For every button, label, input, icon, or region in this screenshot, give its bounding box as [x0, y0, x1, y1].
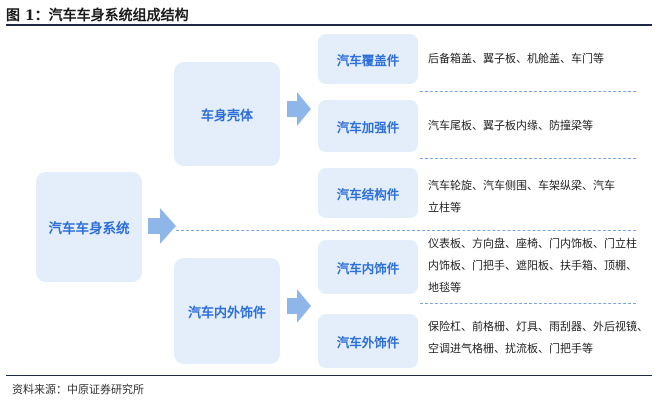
description-line: 汽车尾板、翼子板内缘、防撞梁等: [428, 119, 593, 132]
leaf-description: 保险杠、前格栅、灯具、雨刮器、外后视镜、 空调进气格栅、扰流板、门把手等: [428, 316, 648, 360]
description-line: 内饰板、门把手、遮阳板、扶手箱、顶棚、: [428, 259, 637, 272]
description-line: 空调进气格栅、扰流板、门把手等: [428, 342, 593, 355]
leaf-description: 后备箱盖、翼子板、机舱盖、车门等: [428, 48, 604, 70]
footer-rule: [6, 375, 652, 376]
leaf-description: 汽车尾板、翼子板内缘、防撞梁等: [428, 115, 593, 137]
leaf-label: 汽车内饰件: [336, 260, 400, 276]
separator-dashed: [420, 303, 636, 304]
group-node-body-shell: 车身壳体: [174, 62, 280, 166]
group-label: 汽车内外饰件: [187, 305, 266, 321]
separator-dashed: [420, 158, 636, 159]
leaf-description: 汽车轮旋、汽车侧围、车架纵梁、汽车 立柱等: [428, 175, 615, 219]
figure-title-bar: 图 1：汽车车身系统组成结构: [6, 2, 656, 26]
description-line: 地毯等: [428, 281, 461, 294]
root-arrow-icon: [148, 208, 176, 244]
root-node-label: 汽车车身系统: [48, 221, 130, 237]
leaf-node-exterior-trim: 汽车外饰件: [318, 314, 418, 368]
leaf-node-structural-parts: 汽车结构件: [318, 168, 418, 218]
title-underline: [6, 24, 652, 26]
leaf-label: 汽车结构件: [336, 186, 400, 202]
leaf-node-interior-trim: 汽车内饰件: [318, 240, 418, 294]
leaf-node-reinforcement-parts: 汽车加强件: [318, 100, 418, 152]
description-line: 汽车轮旋、汽车侧围、车架纵梁、汽车: [428, 179, 615, 192]
leaf-description: 仪表板、方向盘、座椅、门内饰板、门立柱 内饰板、门把手、遮阳板、扶手箱、顶棚、 …: [428, 233, 637, 299]
group-separator-dashed: [176, 230, 636, 231]
leaf-node-cover-parts: 汽车覆盖件: [318, 34, 418, 84]
group-node-trim: 汽车内外饰件: [174, 258, 280, 364]
source-note: 资料来源：中原证券研究所: [12, 383, 144, 396]
leaf-label: 汽车加强件: [336, 119, 400, 135]
description-line: 后备箱盖、翼子板、机舱盖、车门等: [428, 52, 604, 65]
leaf-label: 汽车外饰件: [336, 334, 400, 350]
group-label: 车身壳体: [200, 108, 253, 124]
root-node: 汽车车身系统: [36, 172, 142, 282]
figure-title: 图 1：汽车车身系统组成结构: [6, 8, 189, 24]
separator-dashed: [420, 91, 636, 92]
group-arrow-icon: [287, 289, 311, 323]
description-line: 保险杠、前格栅、灯具、雨刮器、外后视镜、: [428, 320, 648, 333]
description-line: 立柱等: [428, 201, 461, 214]
group-arrow-icon: [287, 92, 311, 126]
description-line: 仪表板、方向盘、座椅、门内饰板、门立柱: [428, 237, 637, 250]
leaf-label: 汽车覆盖件: [336, 52, 400, 68]
